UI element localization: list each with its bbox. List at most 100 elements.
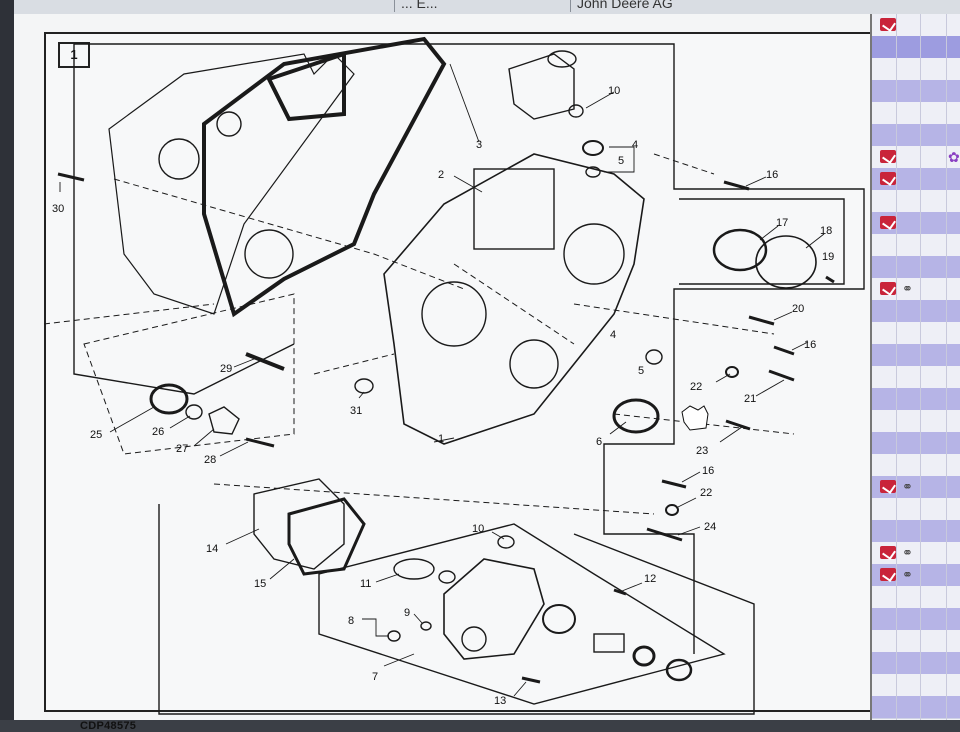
leader-dash-2 (43, 303, 215, 325)
callout-6[interactable]: 6 (596, 436, 602, 448)
note-checkmark-icon[interactable] (880, 216, 896, 229)
note-checkmark-icon[interactable] (880, 150, 896, 163)
leader-24 (677, 526, 701, 536)
callout-22[interactable]: 22 (690, 381, 702, 393)
exploded-parts-diagram[interactable]: 1234567891010111213141516161617181920212… (14, 14, 870, 720)
front-cover-14 (253, 478, 345, 570)
callout-28[interactable]: 28 (204, 454, 216, 466)
note-checkmark-icon[interactable] (880, 172, 896, 185)
callout-15[interactable]: 15 (254, 578, 266, 590)
callout-31[interactable]: 31 (350, 405, 362, 417)
note-checkmark-icon[interactable] (880, 568, 896, 581)
group-outline-idler (83, 293, 295, 455)
flower-icon[interactable]: ✿ (948, 149, 960, 165)
parts-list-row[interactable]: ✿ (872, 146, 960, 169)
callout-1[interactable]: 1 (438, 433, 444, 445)
callout-26[interactable]: 26 (152, 426, 164, 438)
note-checkmark-icon[interactable] (880, 18, 896, 31)
leader-17 (759, 225, 779, 241)
callout-23[interactable]: 23 (696, 445, 708, 457)
gear-cover-plate (108, 53, 355, 315)
callout-12[interactable]: 12 (644, 573, 656, 585)
seal-17 (712, 228, 768, 272)
note-checkmark-icon[interactable] (880, 480, 896, 493)
callout-25[interactable]: 25 (90, 429, 102, 441)
parts-list-row[interactable] (872, 212, 960, 235)
parts-list-row[interactable] (872, 696, 960, 719)
callout-11[interactable]: 11 (360, 578, 371, 590)
group-frame-water-pump (318, 523, 726, 705)
group-frame-seals (679, 198, 845, 285)
callout-3[interactable]: 3 (476, 139, 482, 151)
group-frame-left (73, 44, 295, 395)
leader-27 (193, 428, 215, 447)
bolt-12 (613, 588, 627, 596)
tab-john-deere[interactable]: John Deere AG (570, 0, 679, 12)
bolt-21 (768, 369, 795, 382)
chain-link-icon[interactable]: ⚭ (902, 567, 913, 582)
callout-4[interactable]: 4 (610, 329, 616, 341)
leader-8 (362, 618, 389, 637)
shaft-29 (245, 352, 285, 371)
callout-16[interactable]: 16 (766, 169, 778, 181)
cover-18 (755, 235, 817, 289)
callout-14[interactable]: 14 (206, 543, 218, 555)
monitor-bezel (0, 0, 14, 720)
bolt-20 (748, 315, 775, 326)
callout-16[interactable]: 16 (702, 465, 714, 477)
callout-27[interactable]: 27 (176, 443, 188, 455)
nut-22a (725, 366, 739, 378)
callout-16[interactable]: 16 (804, 339, 816, 351)
callout-7[interactable]: 7 (372, 671, 378, 683)
tab-parts-page[interactable]: ... E... (394, 0, 444, 12)
leader-31 (358, 391, 365, 399)
callout-22[interactable]: 22 (700, 487, 712, 499)
callout-10[interactable]: 10 (472, 523, 484, 535)
callout-5[interactable]: 5 (638, 365, 644, 377)
chain-link-icon[interactable]: ⚭ (902, 545, 913, 560)
chain-link-icon[interactable]: ⚭ (902, 479, 913, 494)
note-checkmark-icon[interactable] (880, 282, 896, 295)
plate-27 (208, 406, 240, 435)
bolt-16b (773, 345, 795, 356)
plug-4 (582, 140, 604, 156)
callout-21[interactable]: 21 (744, 393, 756, 405)
callout-13[interactable]: 13 (494, 695, 506, 707)
browser-tab-bar: ... E... John Deere AG (14, 0, 960, 15)
note-checkmark-icon[interactable] (880, 546, 896, 559)
callout-8[interactable]: 8 (348, 615, 354, 627)
leader-dash-7 (653, 153, 715, 175)
parts-list-sidebar[interactable]: ✿ ⚭ ⚭ ⚭ ⚭ (870, 14, 960, 720)
callout-5[interactable]: 5 (618, 155, 624, 167)
callout-20[interactable]: 20 (792, 303, 804, 315)
ring-9 (420, 621, 432, 631)
leader-15 (269, 558, 295, 580)
figure-id-label: CDP48575 (80, 720, 137, 732)
leader-dash-3 (313, 353, 395, 375)
bolt-16a (723, 180, 750, 191)
shaft-seal-pump (593, 633, 625, 653)
ring-pump (632, 645, 656, 667)
callout-9[interactable]: 9 (404, 607, 410, 619)
callout-29[interactable]: 29 (220, 363, 232, 375)
plug-10b (497, 535, 515, 549)
callout-19[interactable]: 19 (822, 251, 834, 263)
callout-4[interactable]: 4 (632, 139, 638, 151)
leader-23 (719, 426, 743, 443)
callout-2[interactable]: 2 (438, 169, 444, 181)
washer-26 (185, 404, 203, 420)
bolt-23 (725, 419, 751, 431)
leader-21 (755, 379, 785, 397)
parts-list-row[interactable]: ⚭ (872, 476, 960, 499)
callout-18[interactable]: 18 (820, 225, 832, 237)
column-divider-2 (920, 14, 921, 720)
callout-17[interactable]: 17 (776, 217, 788, 229)
parts-diagram-viewer[interactable]: 1 (14, 14, 882, 732)
leader-10 (585, 91, 615, 109)
callout-24[interactable]: 24 (704, 521, 716, 533)
leader-6 (609, 421, 627, 435)
callout-30[interactable]: 30 (52, 203, 64, 215)
chain-link-icon[interactable]: ⚭ (902, 281, 913, 296)
callout-10[interactable]: 10 (608, 85, 620, 97)
